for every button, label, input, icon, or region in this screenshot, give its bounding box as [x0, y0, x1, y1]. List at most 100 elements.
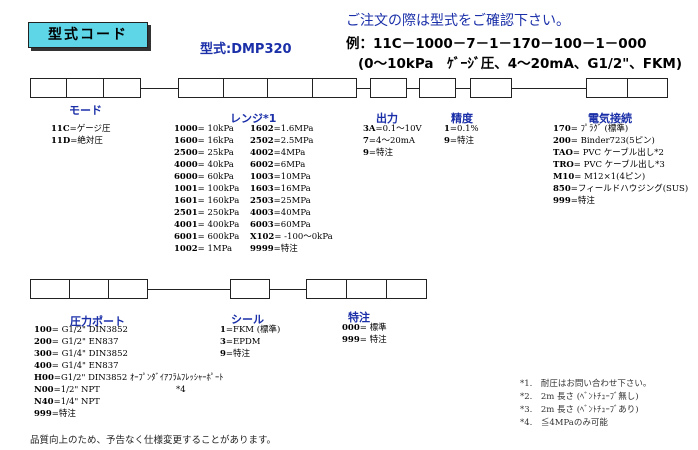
order-notice: ご注文の際は型式をご確認下さい。 — [346, 13, 570, 29]
list-item: 6000= 60kPa — [174, 172, 234, 182]
list-item: 400= G1/4" EN837 — [34, 361, 119, 371]
list-item: 2503=25MPa — [250, 196, 311, 206]
list-item: 11D=絶対圧 — [51, 136, 103, 146]
code-box — [370, 78, 407, 98]
code-box — [586, 78, 628, 98]
list-item: 1=0.1% — [444, 124, 479, 134]
code-box — [103, 78, 141, 98]
list-item: 3A=0.1～10V — [363, 124, 422, 134]
separator-line — [357, 88, 370, 89]
separator-line — [270, 289, 306, 290]
list-item: 6003=60MPa — [250, 220, 311, 230]
port-footnote-mark: *4 — [176, 385, 186, 395]
list-item: 1001= 100kPa — [174, 184, 240, 194]
range-list-2: 1602=1.6MPa 2502=2.5MPa 4002=4MPa 6002=6… — [250, 123, 333, 255]
list-item: 4003=40MPa — [250, 208, 311, 218]
list-item: 1003=10MPa — [250, 172, 311, 182]
list-item: 9=特注 — [444, 136, 475, 146]
list-item: 999=特注 — [34, 409, 76, 419]
list-item: N40=1/4" NPT — [34, 397, 100, 407]
separator-line — [512, 88, 586, 89]
code-box — [312, 78, 357, 98]
accuracy-heading: 精度 — [451, 112, 473, 125]
footnote: *4. ≦4MPaのみ可能 — [520, 418, 608, 428]
code-box — [346, 279, 387, 299]
mode-heading: モード — [69, 104, 102, 117]
list-item: 999=特注 — [553, 196, 595, 206]
list-item: 9=特注 — [220, 349, 251, 359]
accuracy-list: 1=0.1% 9=特注 — [444, 123, 479, 147]
separator-line — [141, 88, 178, 89]
electrical-heading: 電気接続 — [588, 112, 632, 125]
list-item: 1601= 160kPa — [174, 196, 240, 206]
example-description: (0～10kPa ｹﾞｰｼﾞ圧、4～20mA、G1/2"、FKM) — [358, 56, 683, 72]
list-item: 4000= 40kPa — [174, 160, 234, 170]
port-list: 100= G1/2" DIN3852 200= G1/2" EN837 300=… — [34, 324, 224, 420]
model-label: 型式:DMP320 — [200, 42, 292, 57]
list-item: 300= G1/4" DIN3852 — [34, 349, 128, 359]
list-item: 6001= 600kPa — [174, 232, 240, 242]
special-list: 000= 標準 999= 特注 — [342, 322, 387, 346]
list-item: 6002=6MPa — [250, 160, 306, 170]
code-box — [386, 279, 427, 299]
footnote: *3. 2m 長さ (ﾍﾞﾝﾄﾁｭｰﾌﾞあり) — [520, 405, 639, 415]
list-item: M10= M12×1(4ピン) — [553, 172, 646, 182]
footer-note: 品質向上のため、予告なく仕様変更することがあります。 — [30, 435, 277, 446]
port-heading: 圧力ポート — [70, 315, 125, 328]
list-item: 1002= 1MPa — [174, 244, 233, 254]
title-badge: 型式コード — [28, 22, 148, 48]
separator-line — [148, 289, 230, 290]
code-box — [30, 279, 70, 299]
list-item: H00=G1/2" DIN3852 ｵｰﾌﾟﾝﾀﾞｲｱﾌﾗﾑﾌﾚｯｼｬｰﾎﾟｰﾄ — [34, 373, 224, 383]
list-item: 1=FKM (標準) — [220, 325, 281, 335]
range-heading: レンジ*1 — [230, 112, 277, 125]
list-item: 200= G1/2" EN837 — [34, 337, 119, 347]
footnote: *2. 2m 長さ (ﾍﾞﾝﾄﾁｭｰﾌﾞ無し) — [520, 392, 639, 402]
separator-line — [407, 88, 419, 89]
footnotes: *1. 耐圧はお問い合わせ下さい。 *2. 2m 長さ (ﾍﾞﾝﾄﾁｭｰﾌﾞ無し… — [520, 378, 651, 430]
list-item: 000= 標準 — [342, 323, 387, 333]
list-item: 1600= 16kPa — [174, 136, 234, 146]
code-box — [178, 78, 224, 98]
code-box — [470, 78, 512, 98]
code-box — [108, 279, 148, 299]
list-item: 200= Binder723(5ピン) — [553, 136, 655, 146]
list-item: 1603=16MPa — [250, 184, 311, 194]
footnote: *1. 耐圧はお問い合わせ下さい。 — [520, 379, 652, 389]
output-list: 3A=0.1～10V 7=4～20mA 9=特注 — [363, 123, 422, 159]
list-item: 2500= 25kPa — [174, 148, 234, 158]
list-item: 11C=ゲージ圧 — [51, 124, 111, 134]
list-item: N00=1/2" NPT — [34, 385, 100, 395]
list-item: TAO= PVC ケーブル出し*2 — [553, 148, 664, 158]
list-item: 1000= 10kPa — [174, 124, 234, 134]
code-box — [30, 78, 67, 98]
seal-list: 1=FKM (標準) 3=EPDM 9=特注 — [220, 324, 280, 360]
list-item: 3=EPDM — [220, 337, 261, 347]
list-item: 999= 特注 — [342, 335, 387, 345]
list-item: 170= ﾌﾟﾗｸﾞ (標準) — [553, 124, 629, 134]
list-item: 2502=2.5MPa — [250, 136, 314, 146]
list-item: 2501= 250kPa — [174, 208, 240, 218]
code-box — [267, 78, 313, 98]
list-item: TRO= PVC ケーブル出し*3 — [553, 160, 665, 170]
separator-line — [456, 88, 470, 89]
output-heading: 出力 — [376, 112, 398, 125]
code-box — [230, 279, 270, 299]
code-box — [627, 78, 668, 98]
list-item: 4002=4MPa — [250, 148, 306, 158]
code-box — [66, 78, 104, 98]
example-code: 例：11C－1000－7－1－170－100－1－000 — [346, 36, 647, 52]
list-item: 1602=1.6MPa — [250, 124, 314, 134]
list-item: 4001= 400kPa — [174, 220, 240, 230]
range-list-1: 1000= 10kPa 1600= 16kPa 2500= 25kPa 4000… — [174, 123, 239, 255]
list-item: 850=フィールドハウジング(SUS) — [553, 184, 689, 194]
list-item: 9=特注 — [363, 148, 394, 158]
list-item: X102= -100～0kPa — [250, 232, 333, 242]
list-item: 100= G1/2" DIN3852 — [34, 325, 128, 335]
list-item: 7=4～20mA — [363, 136, 415, 146]
code-box — [223, 78, 268, 98]
seal-heading: シール — [231, 313, 264, 326]
code-box — [69, 279, 109, 299]
code-box — [419, 78, 456, 98]
list-item: 9999=特注 — [250, 244, 298, 254]
